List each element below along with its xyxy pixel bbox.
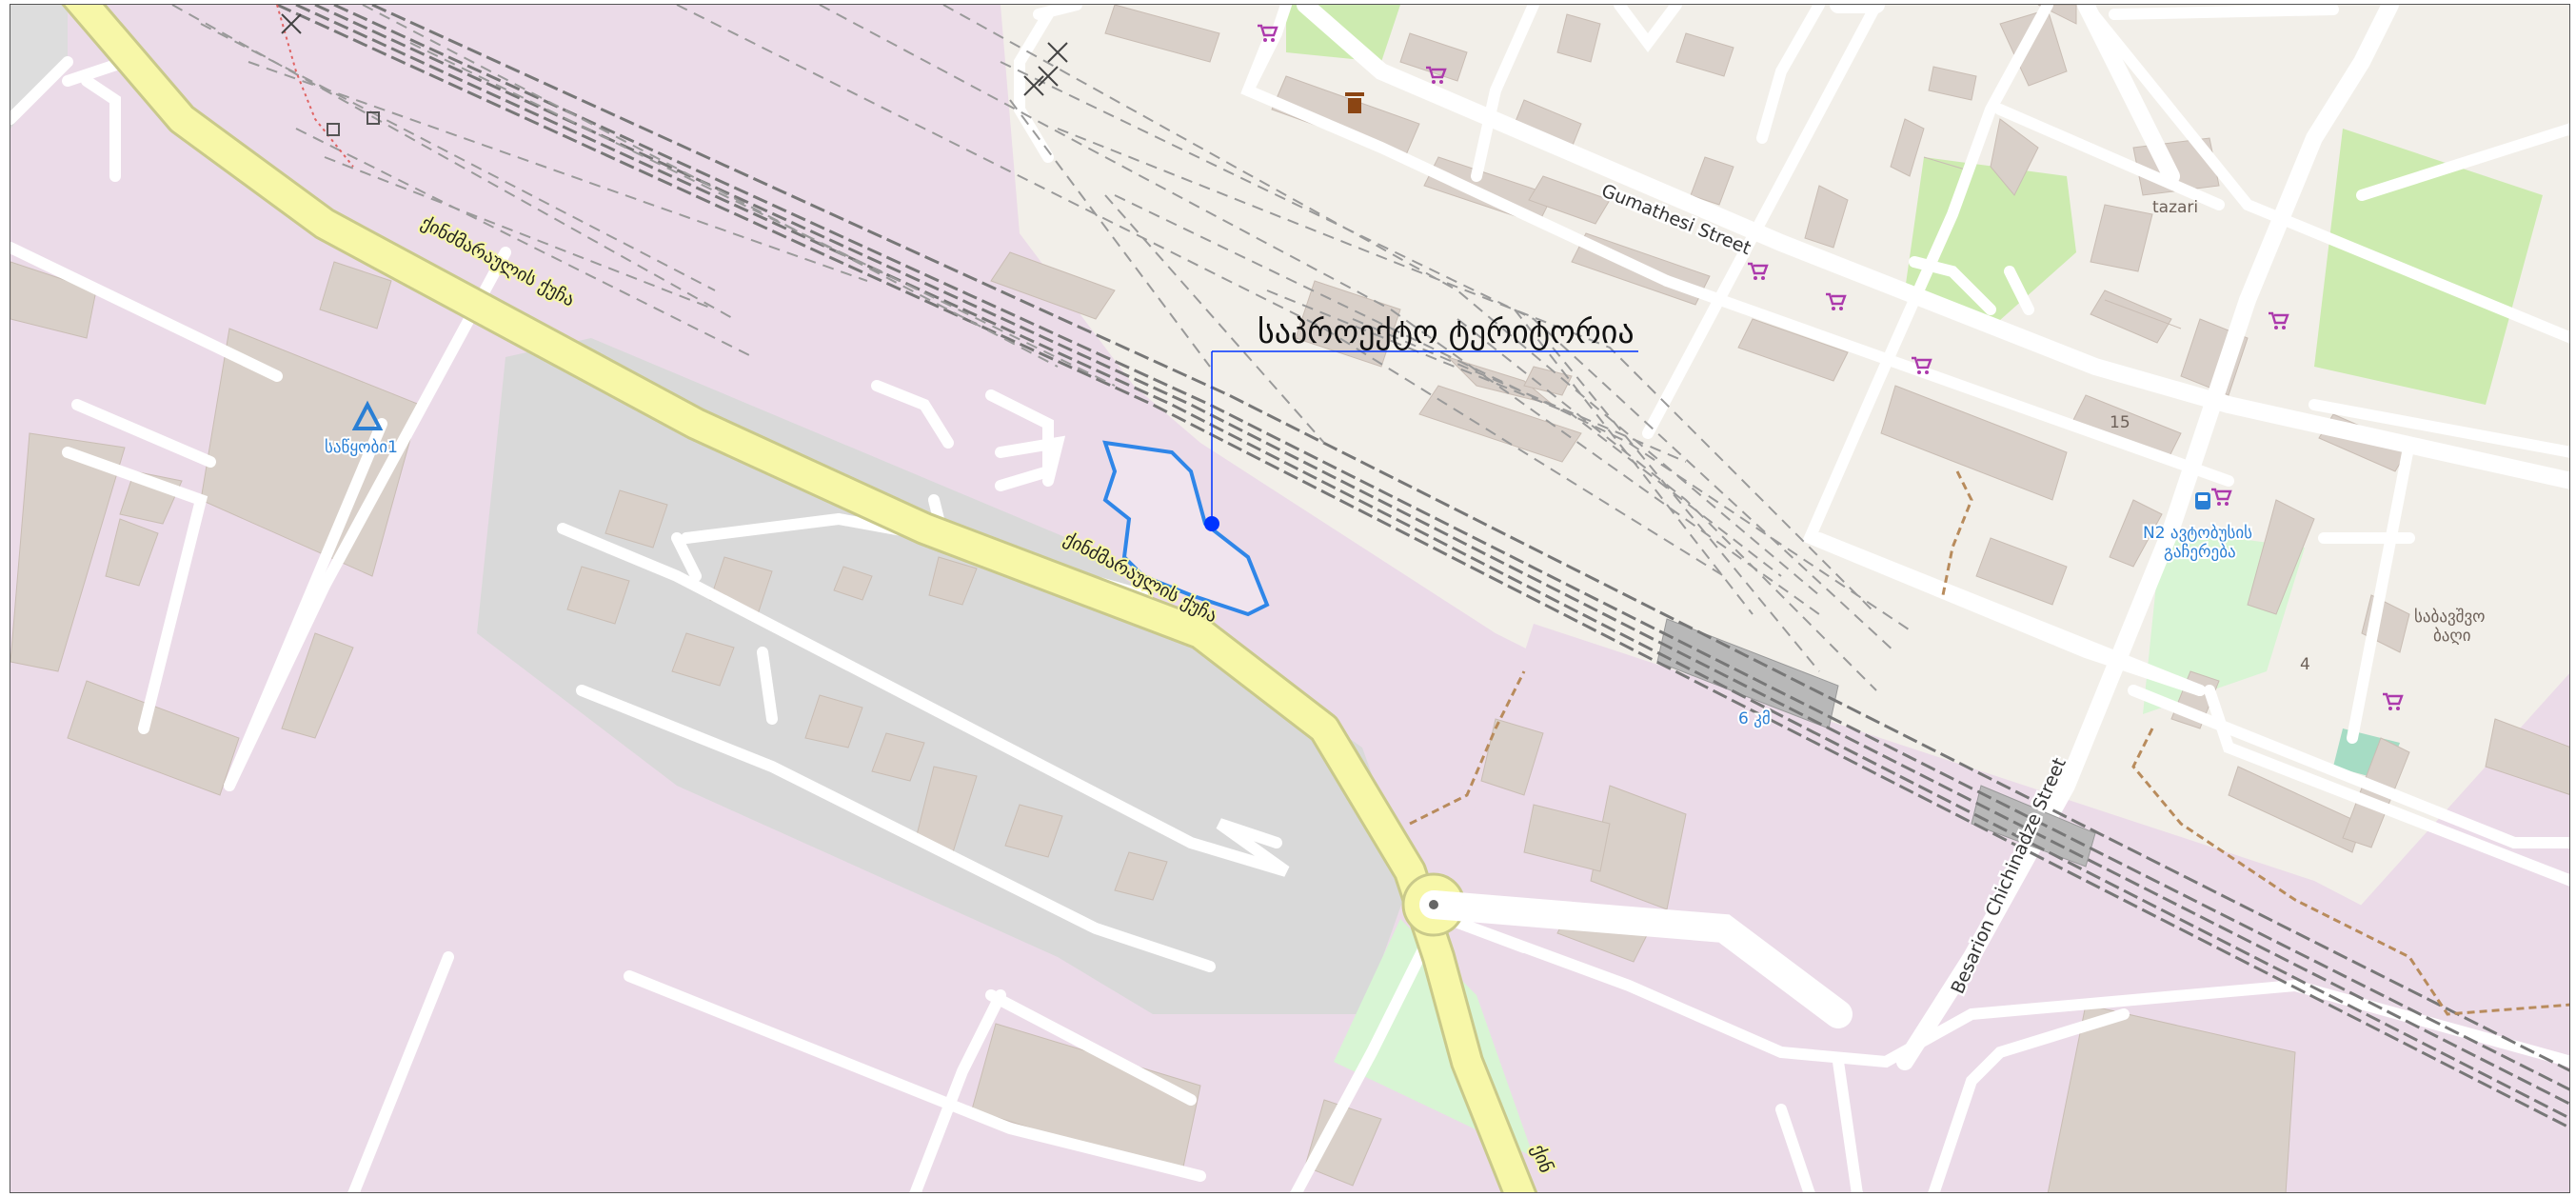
warehouse-label: საწყობი1 [325,438,398,457]
barrier-icon [367,111,380,125]
boundary [276,5,354,168]
project-area[interactable] [1102,440,1270,617]
bus-stop-label-2: გაჩერება [2164,543,2236,562]
map-view[interactable]: საპროექტო ტერიტორია ქინძმარაულის ქუჩა ქი… [10,4,2570,1193]
level-crossing-icon [281,13,1068,96]
roundabout-icon [1429,900,1438,909]
coffee-icon [1345,92,1364,113]
retail-area [477,338,1410,1014]
bus-stop-label: N2 ავტობუსის [2143,524,2252,543]
tazari-label: tazari [2152,198,2198,217]
warehouse-icon [351,400,384,430]
street-to-roundabout [1419,890,1853,1028]
footpaths [1409,470,2569,1016]
primary-road [61,5,1538,1192]
station-km-label: 6 კმ [1738,709,1771,728]
kindergarten-label: საბავშვო [2414,608,2486,627]
streets [1297,5,2569,1070]
location-marker[interactable] [1204,516,1219,531]
bus-stop-icon [2195,492,2210,509]
house-number-4: 4 [2300,655,2310,674]
map-canvas: საპროექტო ტერიტორია ქინძმარაულის ქუჩა ქი… [10,5,2569,1192]
industrial-lower-right [1457,624,2569,1192]
house-number-15: 15 [2110,413,2130,432]
kindergarten-label-2: ბაღი [2433,627,2471,646]
park [1905,157,2076,329]
sidings [171,5,1915,691]
barrier-icon [327,123,340,136]
callout-label: საპროექტო ტერიტორია [1258,313,1635,351]
